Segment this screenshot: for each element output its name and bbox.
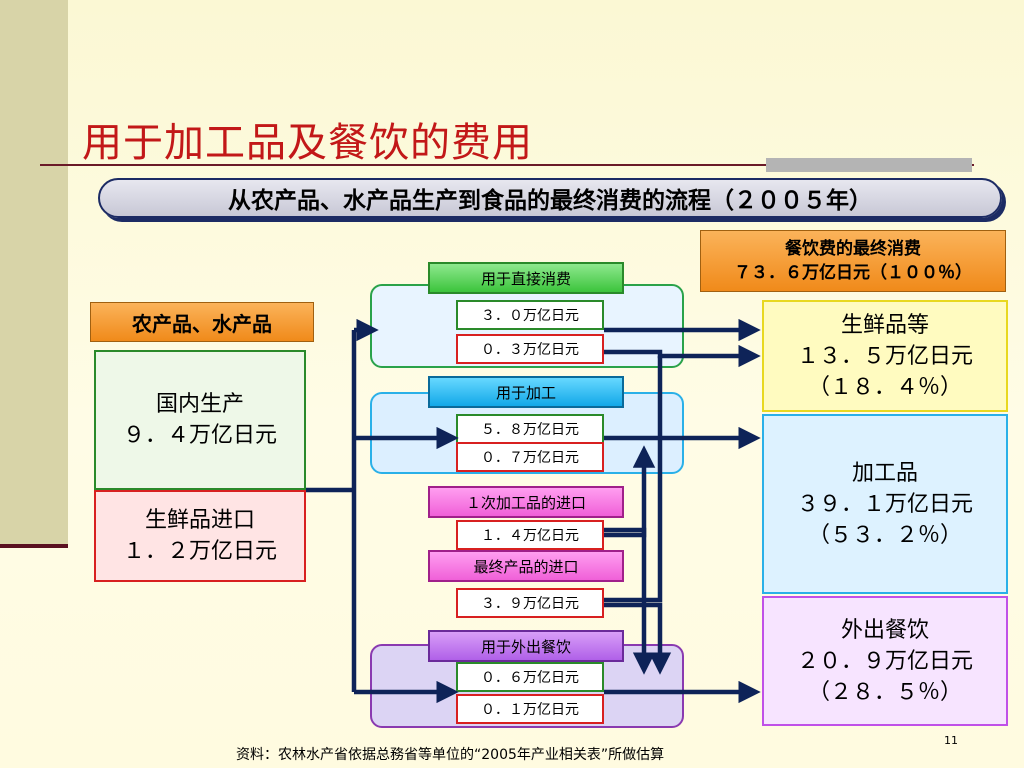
fresh-products-line3: （１８．４％）	[807, 374, 962, 400]
processed-products-box: 加工品 ３９．１万亿日元 （５３．２％）	[762, 414, 1008, 594]
source-note: 资料：农林水产省依据总務省等单位的“2005年产业相关表”所做估算	[236, 747, 665, 763]
eating-out-box: 外出餐饮 ２０．９万亿日元 （２８．５％）	[762, 596, 1008, 726]
final-import-tab: 最终产品的进口	[428, 550, 624, 582]
fresh-products-box: 生鲜品等 １３．５万亿日元 （１８．４％）	[762, 300, 1008, 412]
domestic-line2: ９．４万亿日元	[122, 423, 277, 448]
processing-tab: 用于加工	[428, 376, 624, 408]
eating-out-line3: （２８．５％）	[807, 679, 962, 705]
processed-products-line1: 加工品	[851, 460, 918, 486]
title-grey-bar	[766, 158, 972, 172]
page-title: 用于加工品及餐饮的费用	[82, 120, 533, 166]
direct-value-import: ０．３万亿日元	[456, 334, 604, 364]
final-consumption-line2: ７３．６万亿日元（１００％）	[734, 263, 972, 283]
fresh-products-line2: １３．５万亿日元	[796, 343, 973, 369]
final-import-value: ３．９万亿日元	[456, 588, 604, 618]
final-consumption-header: 餐饮费的最终消费 ７３．６万亿日元（１００％）	[700, 230, 1006, 292]
processed-products-line2: ３９．１万亿日元	[796, 491, 973, 517]
title-underline	[40, 164, 974, 166]
domestic-line1: 国内生产	[155, 392, 244, 417]
source-header: 农产品、水产品	[90, 302, 314, 342]
domestic-production-box: 国内生产 ９．４万亿日元	[94, 350, 306, 490]
dining-value-domestic: ０．６万亿日元	[456, 662, 604, 692]
fresh-import-box: 生鲜品进口 １．２万亿日元	[94, 490, 306, 582]
eating-out-line2: ２０．９万亿日元	[796, 648, 973, 674]
dining-value-import: ０．１万亿日元	[456, 694, 604, 724]
primary-import-value: １．４万亿日元	[456, 520, 604, 550]
processing-value-domestic: ５．８万亿日元	[456, 414, 604, 444]
fresh-products-line1: 生鲜品等	[840, 312, 929, 338]
left-decor-band	[0, 0, 68, 548]
processed-products-line3: （５３．２％）	[807, 522, 962, 548]
page-number: 11	[944, 734, 958, 747]
processing-value-import: ０．７万亿日元	[456, 442, 604, 472]
eating-out-line1: 外出餐饮	[840, 617, 929, 643]
left-decor-line	[0, 544, 68, 548]
primary-import-tab: １次加工品的进口	[428, 486, 624, 518]
subtitle-banner: 从农产品、水产品生产到食品的最终消费的流程（２００５年）	[98, 178, 1002, 218]
direct-consumption-tab: 用于直接消费	[428, 262, 624, 294]
direct-value-domestic: ３．０万亿日元	[456, 300, 604, 330]
final-consumption-line1: 餐饮费的最终消费	[785, 239, 921, 259]
fresh-import-line1: 生鲜品进口	[144, 508, 255, 533]
dining-tab: 用于外出餐饮	[428, 630, 624, 662]
fresh-import-line2: １．２万亿日元	[122, 539, 277, 564]
